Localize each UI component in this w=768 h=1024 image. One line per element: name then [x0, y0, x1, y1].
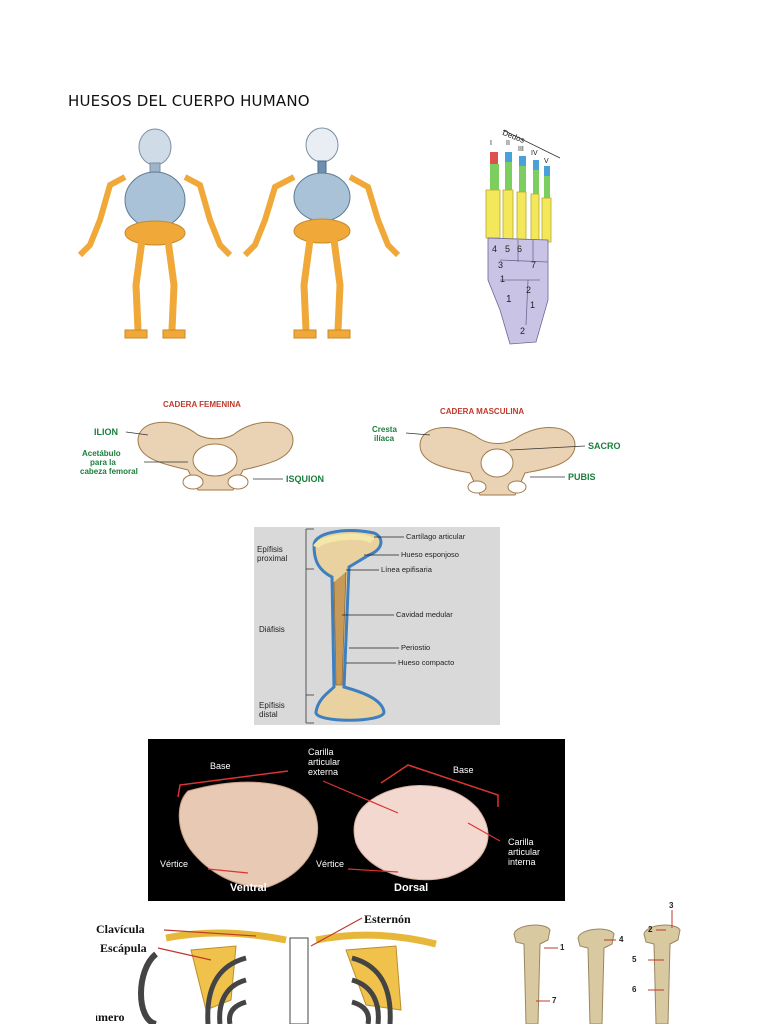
tibia-number: 3 [669, 901, 674, 910]
skeleton-back [242, 127, 401, 339]
pelvis-female-figure: CADERA FEMENINA ILION Acetábulo para la … [78, 400, 348, 495]
tibia-svg [513, 910, 681, 1024]
tarsal-number: 4 [492, 244, 498, 254]
patella-label-carilla-externa: externa [308, 767, 339, 777]
label-sacro: SACRO [588, 441, 621, 451]
thorax-figure: Clavícula Escápula Húmero Esternón [96, 910, 456, 1024]
label-pubis: PUBIS [568, 472, 596, 482]
patella-label-vertice-left: Vértice [160, 859, 189, 869]
femur-label-cartilago: Cartílago articular [406, 532, 466, 541]
femur-label-hueso-esponjoso: Hueso esponjoso [401, 550, 459, 559]
femur-label-epifisis-distal: distal [259, 710, 278, 719]
label-cresta: ilíaca [374, 434, 395, 443]
patella-label-carilla-interna: Carilla [508, 837, 534, 847]
thorax-label-humero: Húmero [96, 1010, 125, 1024]
pelvis-female-leaders [125, 431, 283, 480]
label-isquion: ISQUION [286, 474, 325, 484]
pelvis-male-heading: CADERA MASCULINA [440, 407, 525, 416]
femur-label-cavidad-medular: Cavidad medular [396, 610, 453, 619]
foot-bones-svg [485, 129, 561, 345]
tarsal-number: 2 [520, 326, 526, 336]
femur-label-epifisis-proximal: Epífisis [257, 545, 283, 554]
femur-label-periostio: Periostio [401, 643, 431, 652]
patella-label-carilla-externa: articular [308, 757, 341, 767]
patella-label-base-right: Base [453, 765, 474, 775]
foot-roman-5: V [544, 158, 549, 165]
tibia-number: 6 [632, 985, 637, 994]
toes-bracket [502, 129, 561, 159]
foot-roman-2: II [506, 140, 510, 147]
patella-label-carilla-externa: Carilla [308, 747, 334, 757]
patella-label-carilla-interna: articular [508, 847, 541, 857]
tibia-number: 4 [619, 935, 624, 944]
femur-label-linea-epifisaria: Línea epifisaria [381, 565, 432, 574]
patella-label-base-left: Base [210, 761, 231, 771]
toe-phalanges [490, 152, 550, 198]
label-cresta: Cresta [372, 425, 397, 434]
label-ilion: ILION [94, 427, 118, 437]
femur-figure: Epífisis proximal Diáfisis Epífisis dist… [254, 527, 500, 725]
tibia-figure: 1 7 4 2 3 5 6 [506, 900, 696, 1024]
page-title: HUESOS DEL CUERPO HUMANO [68, 92, 310, 110]
tarsal-number: 7 [531, 260, 537, 270]
tibia-number: 7 [552, 996, 557, 1005]
tibia-number: 2 [648, 925, 653, 934]
patella-label-carilla-interna: interna [508, 857, 536, 867]
foot-roman-1: I [490, 140, 492, 147]
tarsal-number: 6 [517, 244, 523, 254]
foot-figure: Dedos I II III IV V 4 5 6 7 3 1 2 1 1 2 [478, 128, 568, 348]
tarsal-number: 1 [506, 294, 512, 305]
pelvis-male-svg [419, 427, 576, 496]
label-acetabulo: cabeza femoral [80, 467, 138, 476]
label-acetabulo: Acetábulo [82, 449, 121, 458]
pelvis-female-svg [137, 421, 294, 491]
patella-figure: Base Base Carilla articular externa Cari… [148, 739, 565, 901]
patella-label-vertice-right: Vértice [316, 859, 345, 869]
femur-label-hueso-compacto: Hueso compacto [398, 658, 455, 667]
femur-label-epifisis-distal: Epífisis [259, 701, 285, 710]
tarsals [487, 237, 549, 345]
pelvis-female-heading: CADERA FEMENINA [163, 400, 241, 409]
tarsal-number: 2 [526, 285, 532, 295]
pelvis-male-figure: CADERA MASCULINA Cresta ilíaca SACRO PUB… [370, 405, 640, 500]
thorax-svg [138, 917, 437, 1024]
thorax-label-esternon: Esternón [364, 912, 411, 926]
metatarsals [485, 189, 552, 243]
patella-label-dorsal: Dorsal [394, 882, 429, 894]
foot-roman-3: III [518, 146, 524, 153]
tibia-number: 5 [632, 955, 637, 964]
foot-roman-4: IV [531, 150, 538, 157]
skeleton-figure [77, 127, 401, 339]
thorax-label-escapula: Escápula [100, 941, 147, 955]
femur-label-epifisis-proximal: proximal [257, 554, 288, 563]
tarsal-number: 1 [500, 274, 506, 284]
thorax-label-clavicula: Clavícula [96, 922, 145, 936]
patella-label-ventral: Ventral [230, 882, 267, 894]
femur-svg [305, 528, 404, 724]
skeleton-front [77, 128, 233, 339]
pelvis-male-leaders [405, 432, 586, 478]
tarsal-number: 1 [530, 300, 536, 310]
tibia-number: 1 [560, 943, 565, 952]
femur-label-diafisis: Diáfisis [259, 625, 285, 634]
tarsal-number: 5 [505, 244, 511, 254]
label-acetabulo: para la [90, 458, 116, 467]
patella-svg [177, 764, 501, 888]
tarsal-number: 3 [498, 260, 504, 270]
